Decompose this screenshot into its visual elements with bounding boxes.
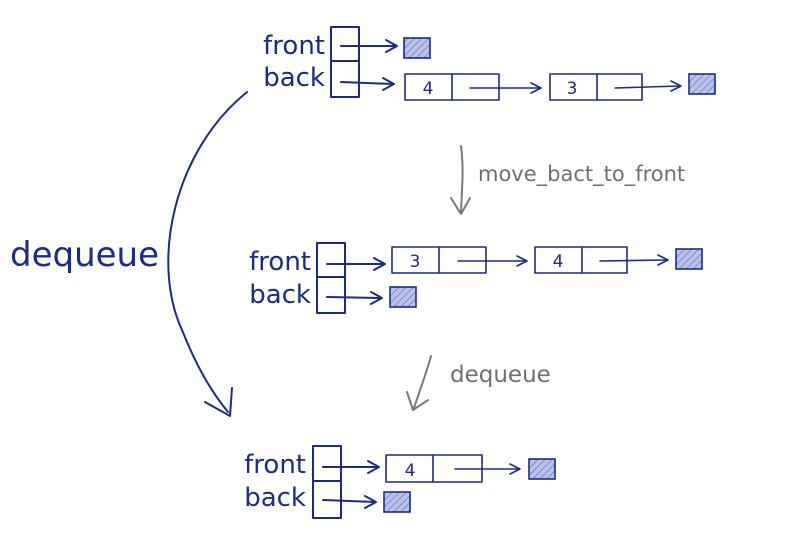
null-terminator [675,248,703,270]
back-pointer-arrow [326,291,383,305]
node-value: 4 [423,79,434,99]
dequeue-curve-arrow [167,91,248,417]
node-value: 3 [567,79,578,99]
front-label: front [249,247,311,277]
state-2: front back 3 4 [249,242,703,314]
node-value: 3 [410,252,421,272]
null-terminator [528,458,556,480]
next-pointer-arrow [599,254,669,266]
list-node: 3 [391,246,487,274]
list-node: 4 [534,246,628,274]
node-value: 4 [553,252,564,272]
pointer-pair-box [330,26,360,98]
front-pointer-arrow [326,257,386,271]
front-label: front [244,450,306,480]
back-label: back [244,483,306,513]
null-terminator [688,73,716,95]
null-terminator [403,37,431,59]
back-pointer-arrow [322,495,377,509]
list-node: 4 [404,73,500,101]
state-1: front back 4 3 [263,26,716,101]
transition-arrow-1 [450,145,471,215]
pointer-pair-box [316,242,346,314]
next-pointer-arrow [457,255,528,267]
back-label: back [263,63,325,93]
dequeue-label: dequeue [10,235,159,275]
null-terminator [383,491,411,513]
front-label: front [263,31,325,61]
front-pointer-arrow [322,460,380,474]
transition-label-2: dequeue [450,362,551,388]
next-pointer-arrow [469,82,542,94]
pointer-pair-box [312,445,342,519]
next-pointer-arrow [614,80,682,92]
front-pointer-arrow [340,39,398,53]
null-terminator [389,286,417,308]
back-label: back [249,280,311,310]
state-3: front back 4 [244,445,556,519]
transition-arrow-2 [406,355,432,411]
next-pointer-arrow [454,463,521,475]
transition-label-1: move_bact_to_front [478,162,685,187]
back-pointer-arrow [340,77,395,91]
node-value: 4 [405,461,416,481]
